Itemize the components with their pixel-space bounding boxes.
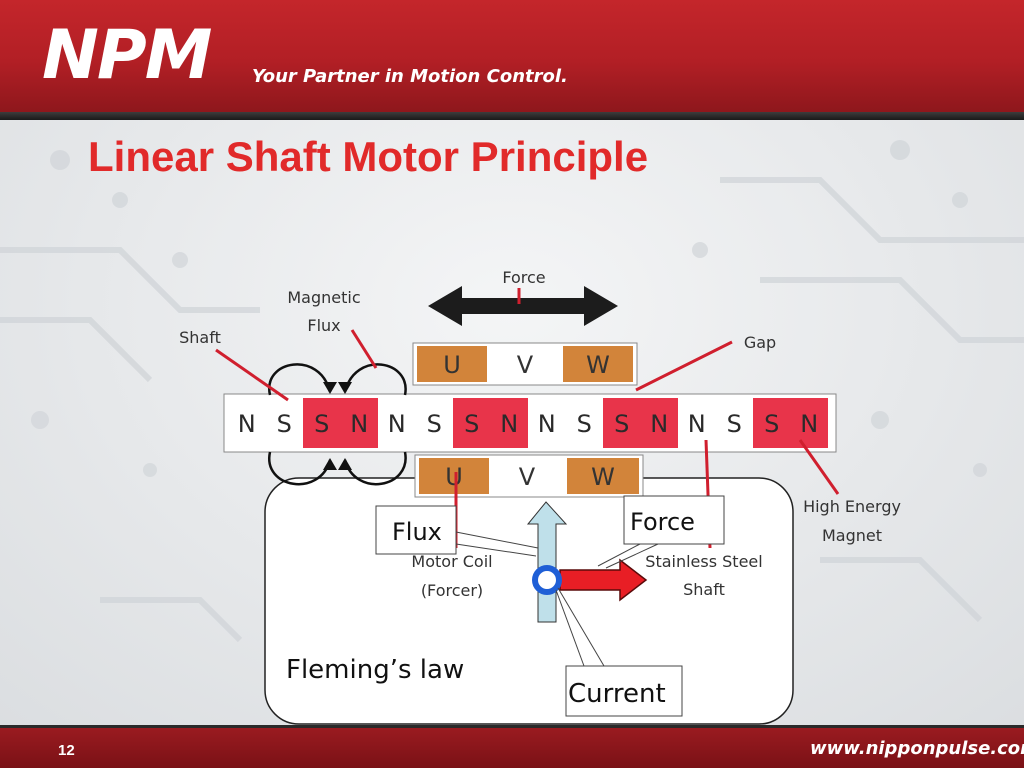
shaft-label: Shaft: [179, 328, 221, 347]
magnet-pole-label: S: [764, 410, 779, 438]
magnet-pole-label: S: [727, 410, 742, 438]
tagline: Your Partner in Motion Control.: [252, 66, 568, 87]
force-callout: Force: [597, 495, 725, 569]
magnet-pole-label: S: [464, 410, 479, 438]
magnet-cell: [453, 398, 491, 448]
magnet-cell: [790, 398, 828, 448]
website-url: www.nipponpulse.com: [810, 738, 1024, 759]
coil-bottom-u: U: [445, 463, 463, 491]
magnet-pole-label: N: [688, 410, 706, 438]
magnet-pole-label: N: [388, 410, 406, 438]
magnet-pole-label: N: [500, 410, 518, 438]
fleming-force-label: Force: [630, 508, 695, 536]
coil-top-w: W: [586, 351, 610, 379]
coil-top-u: U: [443, 351, 461, 379]
coil-bottom: U V W: [414, 454, 644, 498]
magnetic-flux-label-1: Magnetic: [287, 288, 360, 307]
footer-bar: [0, 728, 1024, 768]
magnet-pole-label: S: [314, 410, 329, 438]
coil-top-v: V: [517, 351, 534, 379]
flux-curves: [268, 363, 407, 486]
magnetic-flux-label-2: Flux: [307, 316, 340, 335]
magnet-cell: [265, 398, 303, 448]
high-energy-magnet-label-1: High Energy: [803, 497, 901, 516]
motor-coil-label-1: Motor Coil: [411, 552, 492, 571]
magnet-pole-label: N: [800, 410, 818, 438]
header-bar: [0, 0, 1024, 112]
page-number: 12: [58, 742, 75, 759]
force-arrow: [428, 286, 618, 326]
magnet-cell: [340, 398, 378, 448]
current-node: [532, 565, 562, 595]
force-label-top: Force: [502, 268, 545, 287]
npm-logo: NPM: [42, 16, 212, 95]
high-energy-magnet-leader: [798, 439, 840, 495]
magnet-cell: [303, 398, 341, 448]
magnetic-flux-leader: [350, 329, 378, 369]
magnet-pole-label: N: [650, 410, 668, 438]
footer-divider: [0, 725, 1024, 729]
magnet-pole-label: N: [238, 410, 256, 438]
coil-bottom-v: V: [519, 463, 536, 491]
magnet-cell: [415, 398, 453, 448]
gap-label: Gap: [744, 333, 776, 352]
magnet-cell: [378, 398, 416, 448]
magnet-cell: [640, 398, 678, 448]
force-vector-arrow: [559, 558, 648, 602]
magnet-pole-label: S: [614, 410, 629, 438]
magnet-cell: [715, 398, 753, 448]
magnet-pole-label: S: [277, 410, 292, 438]
coil-bottom-w: W: [591, 463, 615, 491]
magnet-pole-label: N: [538, 410, 556, 438]
header-divider: [0, 112, 1024, 120]
magnet-pole-label: S: [577, 410, 592, 438]
flux-arrowheads: [323, 382, 352, 470]
fleming-flux-label: Flux: [392, 518, 442, 546]
flux-vector-arrow: [526, 501, 568, 623]
fleming-current-label: Current: [568, 679, 666, 709]
gap-leader: [635, 340, 733, 392]
stainless-shaft-label-1: Stainless Steel: [645, 552, 762, 571]
high-energy-magnet-label-2: Magnet: [822, 526, 882, 545]
current-callout: Current: [555, 587, 683, 717]
magnet-cell: [565, 398, 603, 448]
magnet-cell: [490, 398, 528, 448]
slide-title: Linear Shaft Motor Principle: [88, 133, 649, 180]
coil-top: U V W: [412, 342, 638, 386]
fleming-law-title: Fleming’s law: [286, 655, 464, 685]
magnet-cell: [603, 398, 641, 448]
stainless-shaft-label-2: Shaft: [683, 580, 725, 599]
magnet-cell: [228, 398, 266, 448]
motor-coil-label-2: (Forcer): [421, 581, 483, 600]
shaft-leader: [215, 348, 289, 402]
magnet-cell: [753, 398, 791, 448]
magnet-cell: [528, 398, 566, 448]
magnet-pole-label: N: [350, 410, 368, 438]
magnet-cell: [678, 398, 716, 448]
magnet-pole-label: S: [427, 410, 442, 438]
flux-callout: Flux: [375, 505, 539, 557]
